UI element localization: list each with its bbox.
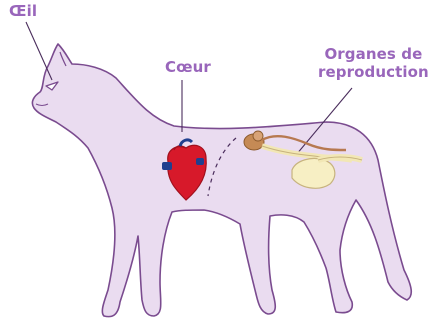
eye-label: Œil xyxy=(9,2,37,20)
eye-pointer-line xyxy=(26,22,52,80)
reproductive-organs-label-line-1: Organes de xyxy=(318,45,429,63)
cat-body-outline xyxy=(32,44,411,317)
reproductive-organs-label: Organes de reproduction xyxy=(318,45,429,81)
heart-label: Cœur xyxy=(165,58,211,76)
reproductive-organs-label-line-2: reproduction xyxy=(318,63,429,81)
